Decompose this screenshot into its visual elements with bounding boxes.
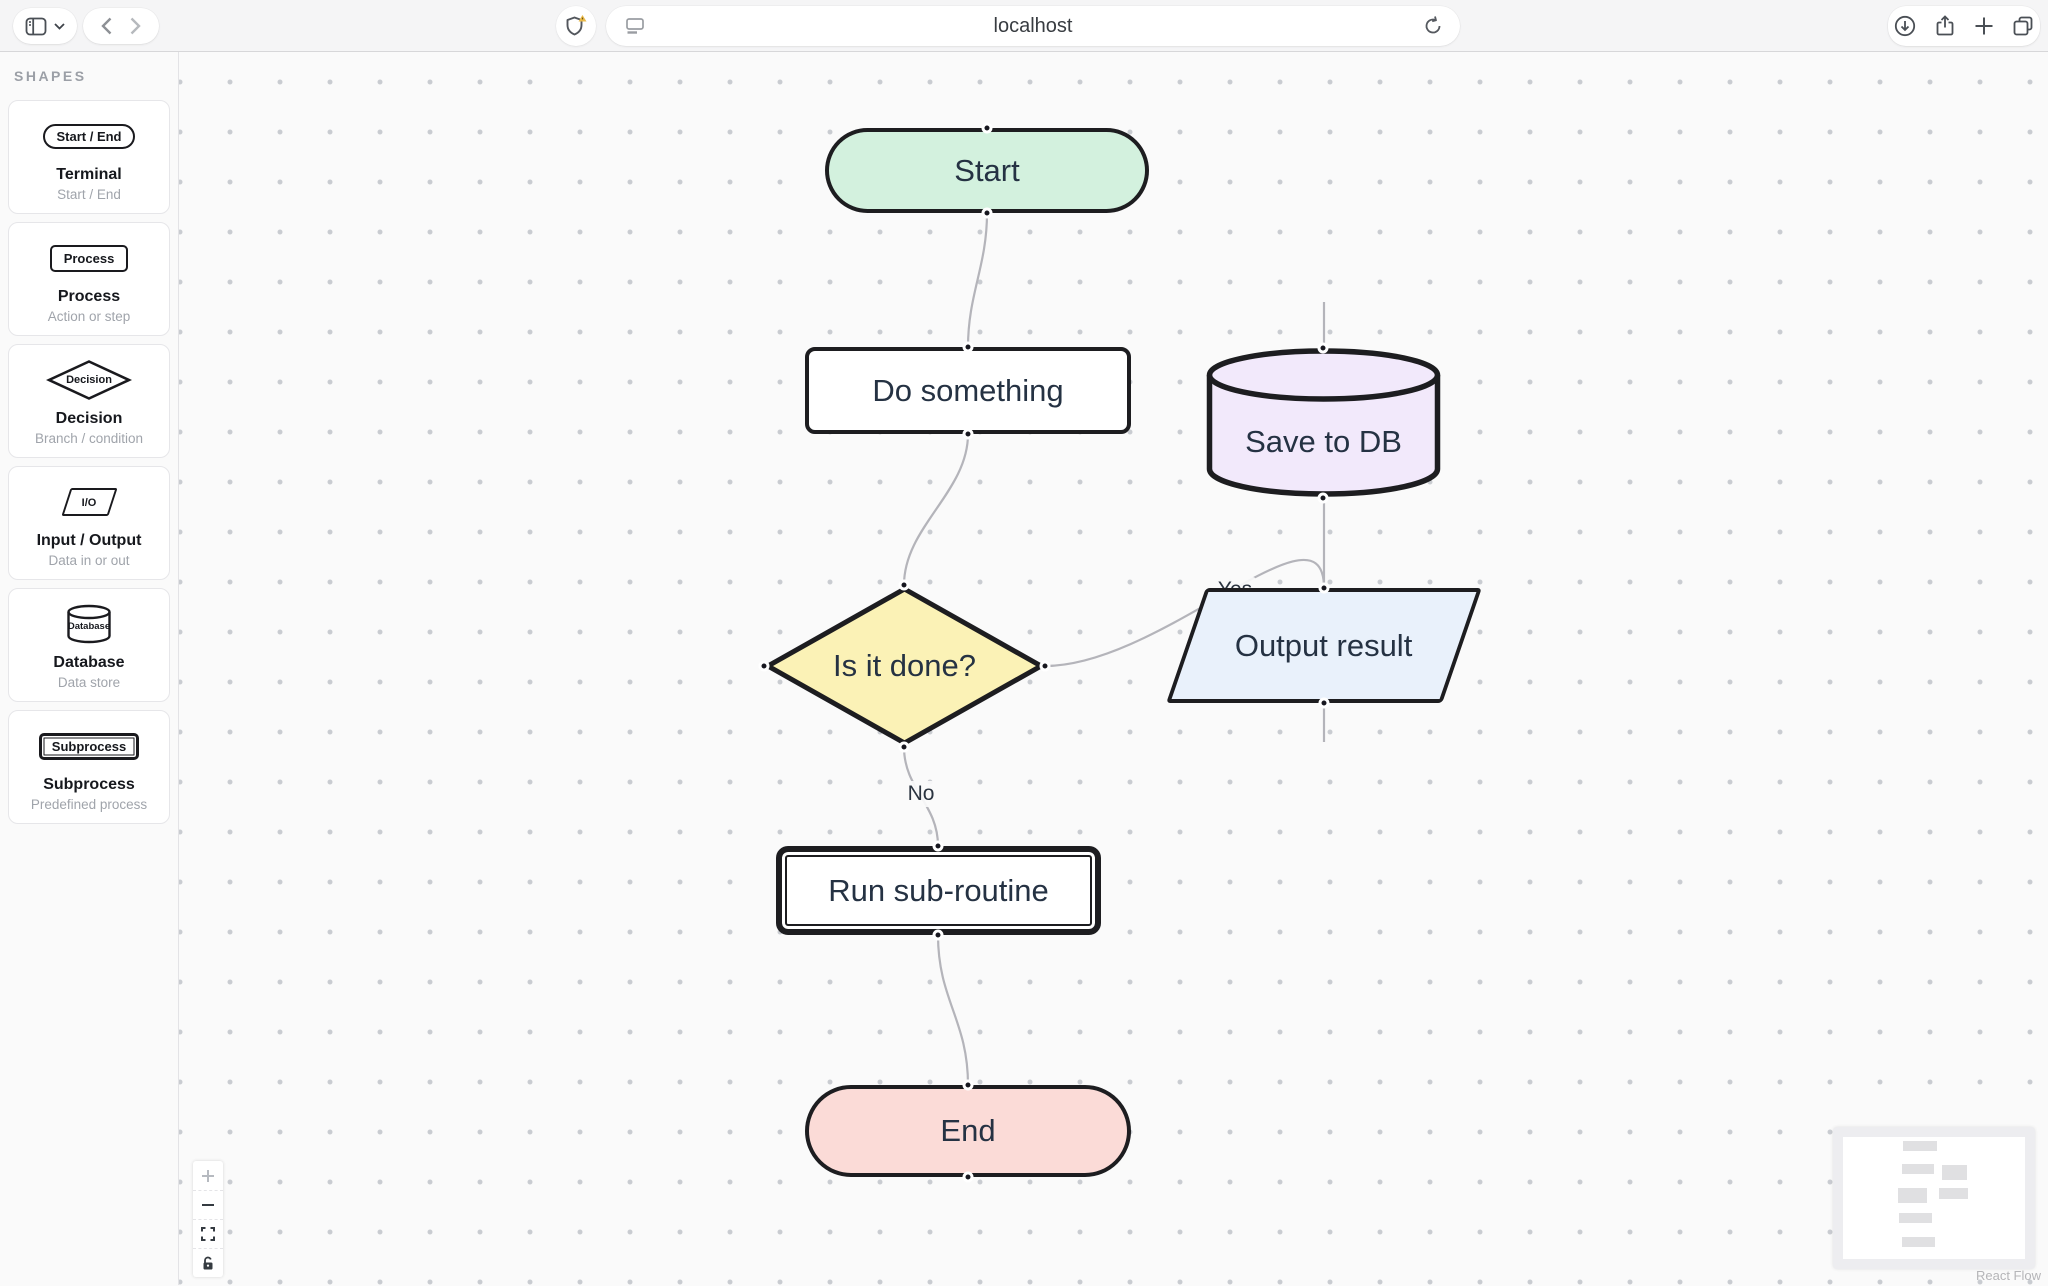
database-shape-preview: Database [65, 603, 113, 645]
connection-handle[interactable] [898, 741, 910, 753]
edge-label-no: No [903, 781, 939, 807]
browser-toolbar: localhost [0, 0, 2048, 52]
connection-handle[interactable] [932, 929, 944, 941]
download-icon[interactable] [1893, 14, 1917, 38]
privacy-shield-button[interactable] [556, 6, 596, 46]
process-shape-preview: Process [49, 244, 129, 272]
minimap-node [1899, 1213, 1932, 1223]
node-end[interactable]: End [805, 1085, 1131, 1177]
fit-view-button[interactable] [193, 1219, 223, 1248]
connection-handle[interactable] [932, 840, 944, 852]
url-text[interactable]: localhost [993, 14, 1073, 37]
minimap-node [1903, 1141, 1937, 1151]
node-is-it-done[interactable]: Is it done? [764, 585, 1045, 747]
shape-card-subtitle: Data store [57, 675, 121, 690]
tab-overview-icon[interactable] [2011, 14, 2035, 38]
connection-handle[interactable] [1317, 342, 1329, 354]
minimap-node [1942, 1165, 1967, 1180]
minimap-node [1902, 1164, 1934, 1174]
node-label: Start [954, 152, 1020, 188]
edge-do-decision [902, 433, 970, 586]
connection-handle[interactable] [981, 207, 993, 219]
shape-card-title: Terminal [56, 166, 122, 183]
shape-card-subtitle: Branch / condition [34, 431, 144, 446]
shapes-sidebar: SHAPES Start / End Terminal Start / End … [0, 52, 179, 1285]
connection-handle[interactable] [962, 428, 974, 440]
connection-handle[interactable] [962, 1079, 974, 1091]
shape-card-title: Subprocess [43, 776, 135, 793]
node-output-result[interactable]: Output result [1166, 588, 1482, 703]
node-label: Run sub-routine [828, 872, 1049, 908]
io-shape-preview: I/O [61, 488, 117, 516]
minimap-node [1939, 1188, 1968, 1199]
edge-start-do [966, 212, 989, 348]
node-label: Is it done? [832, 648, 977, 683]
shape-card-title: Process [57, 288, 121, 305]
shape-card-title: Database [53, 654, 125, 671]
nav-button-group [83, 8, 159, 44]
edge-sub-end [936, 934, 970, 1086]
page-menu-icon[interactable] [624, 16, 646, 36]
shield-icon [566, 16, 583, 36]
connection-handle[interactable] [1039, 660, 1051, 672]
shapes-panel-title: SHAPES [14, 68, 87, 84]
node-label: End [940, 1113, 996, 1148]
back-button[interactable] [101, 17, 112, 35]
react-flow-attribution: React Flow [1975, 1268, 2041, 1283]
sidebar-toggle-group [13, 8, 77, 44]
minimap-node [1902, 1237, 1935, 1247]
decision-shape-preview: Decision [46, 359, 132, 401]
node-run-sub-routine[interactable]: Run sub-routine [776, 846, 1101, 935]
flow-controls [193, 1161, 223, 1277]
shape-card-subprocess[interactable]: Subprocess Subprocess Predefined process [8, 710, 170, 824]
shape-card-subtitle: Start / End [57, 187, 121, 202]
node-start[interactable]: Start [825, 128, 1149, 213]
connection-handle[interactable] [758, 660, 770, 672]
toolbar-actions-group [1888, 6, 2040, 46]
refresh-button[interactable] [1422, 15, 1444, 37]
new-tab-icon[interactable] [1973, 15, 1995, 37]
node-do-something[interactable]: Do something [805, 347, 1131, 434]
connection-handle[interactable] [898, 579, 910, 591]
share-icon[interactable] [1933, 14, 1957, 38]
node-label: Save to DB [1245, 424, 1402, 459]
shape-card-subtitle: Data in or out [48, 553, 130, 568]
connection-handle[interactable] [962, 341, 974, 353]
shape-card-decision[interactable]: Decision Decision Branch / condition [8, 344, 170, 458]
shape-card-subtitle: Predefined process [30, 797, 148, 812]
node-label: Do something [872, 372, 1064, 408]
connection-handle[interactable] [962, 1171, 974, 1183]
shape-card-subtitle: Action or step [47, 309, 131, 324]
subprocess-shape-preview: Subprocess [38, 732, 140, 760]
lock-button[interactable] [193, 1248, 223, 1277]
forward-button[interactable] [130, 17, 141, 35]
connection-handle[interactable] [1318, 582, 1330, 594]
connection-handle[interactable] [1317, 492, 1329, 504]
zoom-out-button[interactable] [193, 1190, 223, 1219]
node-label: Output result [1235, 627, 1413, 663]
node-save-to-db[interactable]: Save to DB [1206, 348, 1441, 498]
sidebar-toggle-button[interactable] [25, 17, 47, 36]
shape-card-database[interactable]: Database Database Data store [8, 588, 170, 702]
connection-handle[interactable] [981, 122, 993, 134]
shape-card-terminal[interactable]: Start / End Terminal Start / End [8, 100, 170, 214]
minimap[interactable] [1833, 1127, 2035, 1269]
shape-card-process[interactable]: Process Process Action or step [8, 222, 170, 336]
shape-card-io[interactable]: I/O Input / Output Data in or out [8, 466, 170, 580]
zoom-in-button[interactable] [193, 1161, 223, 1190]
connection-handle[interactable] [1318, 697, 1330, 709]
shape-card-title: Decision [55, 410, 123, 427]
shape-card-title: Input / Output [36, 532, 142, 549]
chevron-down-icon[interactable] [54, 22, 65, 30]
address-bar[interactable]: localhost [606, 6, 1460, 46]
minimap-node [1898, 1188, 1927, 1203]
terminal-shape-preview: Start / End [43, 123, 135, 149]
flow-canvas[interactable]: Yes No Start Do something Save to DB Is … [179, 52, 2048, 1285]
